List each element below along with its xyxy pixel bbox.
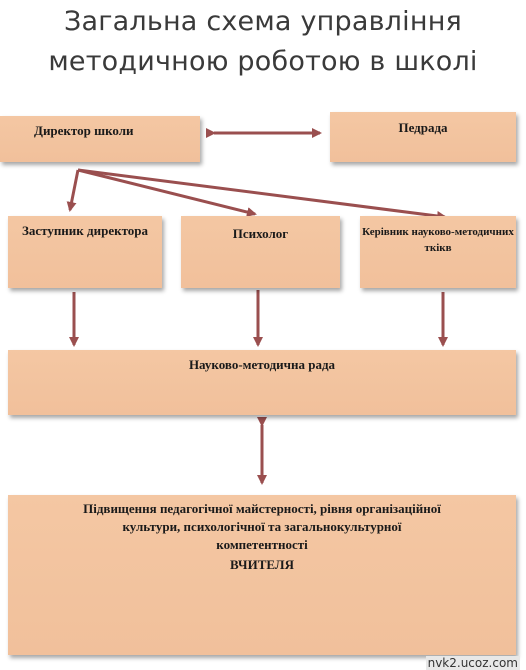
arrow-director-psychologist: [77, 168, 257, 217]
box-psychologist-label: Психолог: [232, 226, 289, 241]
box-deputy-director: Заступник директора: [8, 216, 162, 288]
title-line-2: методичною роботою в школі: [48, 46, 478, 77]
improvement-line-1: Підвищення педагогічної майстерності, рі…: [83, 501, 441, 516]
box-scientific-methodical-council: Науково-методична рада: [8, 350, 516, 415]
improvement-line-4: ВЧИТЕЛЯ: [230, 557, 294, 572]
diagram-title: Загальна схема управління методичною роб…: [0, 2, 526, 82]
box-director-label: Директор школи: [34, 123, 134, 138]
improvement-line-3: компетентності: [216, 537, 308, 552]
box-heads-label: Керівник науково-методичних ткікв: [362, 226, 514, 254]
box-director: Директор школи: [0, 116, 200, 162]
box-pedrada-label: Педрада: [398, 120, 448, 135]
box-teacher-improvement: Підвищення педагогічної майстерності, рі…: [8, 495, 516, 655]
box-pedrada: Педрада: [330, 112, 516, 162]
arrow-director-heads: [77, 168, 447, 221]
box-deputy-label: Заступник директора: [21, 223, 149, 238]
watermark: nvk2.ucoz.com: [425, 656, 520, 670]
box-psychologist: Психолог: [181, 216, 340, 288]
title-line-1: Загальна схема управління: [63, 6, 462, 37]
improvement-line-2: культури, психологічної та загальнокульт…: [122, 519, 402, 534]
box-heads: Керівник науково-методичних ткікв: [360, 216, 516, 288]
arrow-director-deputy: [66, 169, 80, 212]
box-council-label: Науково-методична рада: [188, 357, 336, 372]
